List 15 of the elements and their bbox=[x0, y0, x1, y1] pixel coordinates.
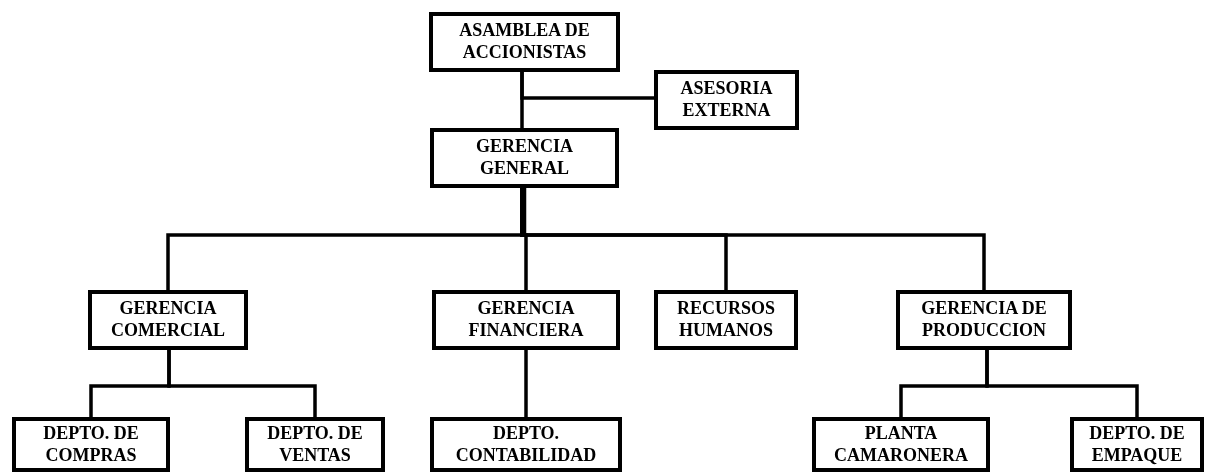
org-box: DEPTO. CONTABILIDAD bbox=[430, 417, 622, 472]
org-box: DEPTO. DE EMPAQUE bbox=[1070, 417, 1204, 472]
org-box: DEPTO. DE COMPRAS bbox=[12, 417, 170, 472]
connector-line bbox=[985, 350, 1139, 417]
org-box: RECURSOS HUMANOS bbox=[654, 290, 798, 350]
org-box: ASESORIA EXTERNA bbox=[654, 70, 799, 130]
org-box: GERENCIA DE PRODUCCION bbox=[896, 290, 1072, 350]
org-box: ASAMBLEA DE ACCIONISTAS bbox=[429, 12, 620, 72]
connector-line bbox=[524, 350, 528, 417]
org-box: GERENCIA COMERCIAL bbox=[88, 290, 248, 350]
org-box: GERENCIA GENERAL bbox=[430, 128, 619, 188]
connector-line bbox=[167, 350, 317, 417]
org-box: GERENCIA FINANCIERA bbox=[432, 290, 620, 350]
org-box: PLANTA CAMARONERA bbox=[812, 417, 990, 472]
org-box: DEPTO. DE VENTAS bbox=[245, 417, 385, 472]
